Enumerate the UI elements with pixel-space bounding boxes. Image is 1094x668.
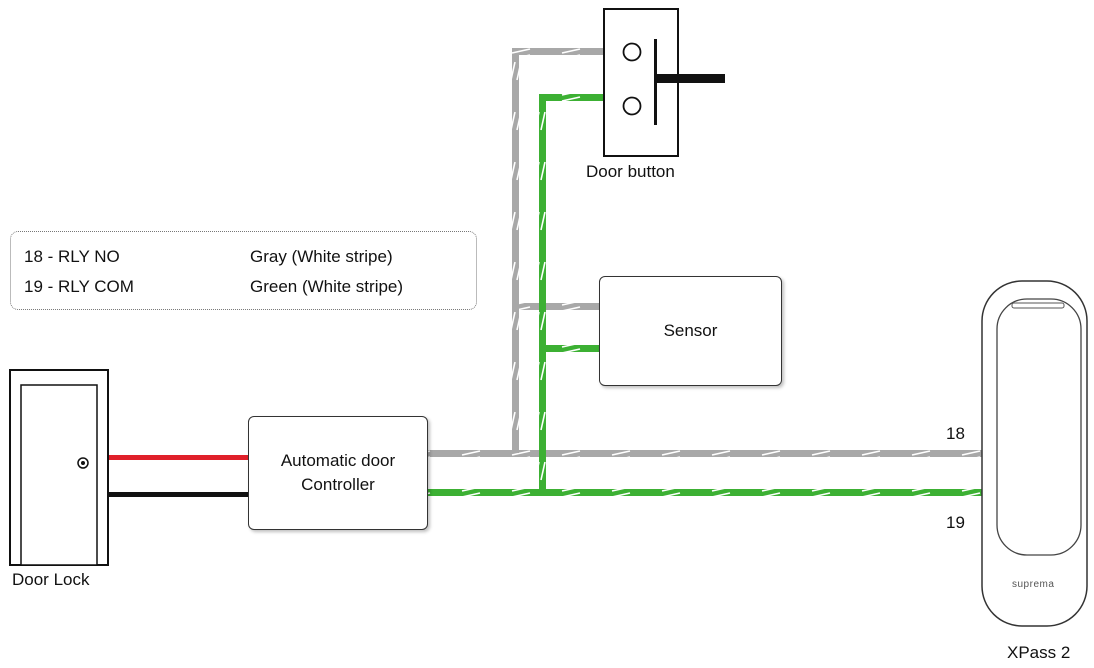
controller-label-line2: Controller xyxy=(301,475,375,494)
legend-color-label: Green (White stripe) xyxy=(250,277,404,296)
door-lock-icon xyxy=(9,369,109,566)
xpass2-device-icon xyxy=(981,280,1088,627)
door-lock-label: Door Lock xyxy=(12,570,90,589)
black-wire xyxy=(108,492,248,497)
legend-pin-label: 19 - RLY COM xyxy=(24,277,134,296)
green-wire xyxy=(427,94,982,496)
brand-logo: suprema xyxy=(1012,579,1055,590)
controller-label-line1: Automatic door xyxy=(280,451,396,470)
legend-color-label: Gray (White stripe) xyxy=(250,247,393,266)
red-wire xyxy=(108,455,248,460)
door-button-label: Door button xyxy=(586,162,675,181)
pin-18-label: 18 xyxy=(946,424,965,443)
pin-19-label: 19 xyxy=(946,513,965,532)
door-button-icon xyxy=(603,8,725,157)
sensor-label: Sensor xyxy=(663,321,718,340)
legend-pin-label: 18 - RLY NO xyxy=(24,247,120,266)
gray-wire xyxy=(427,48,982,457)
sensor-box: Sensor xyxy=(599,276,782,386)
controller-box: Automatic door Controller xyxy=(248,416,428,530)
xpass2-label: XPass 2 xyxy=(1007,643,1071,662)
wire-legend: 18 - RLY NO Gray (White stripe) 19 - RLY… xyxy=(10,231,477,310)
